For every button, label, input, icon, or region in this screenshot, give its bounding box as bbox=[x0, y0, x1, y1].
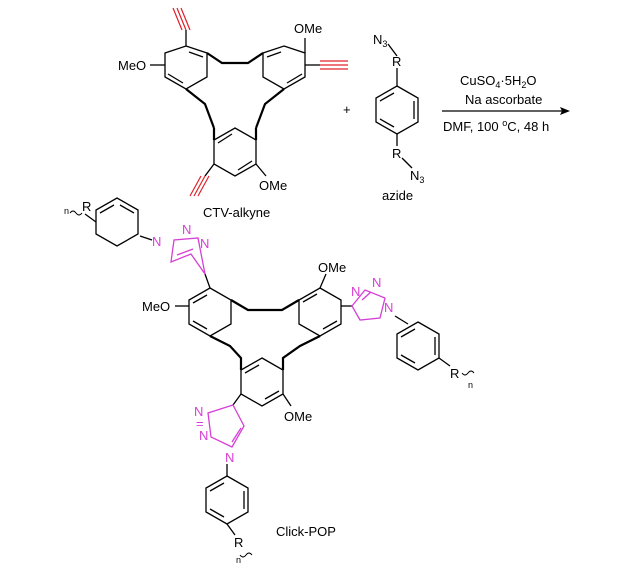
azide-r-top: R bbox=[392, 54, 401, 69]
caption-azide: azide bbox=[382, 188, 413, 203]
click-pop-core bbox=[175, 273, 352, 407]
triazole-n: N bbox=[200, 236, 209, 251]
caption-ctv-alkyne: CTV-alkyne bbox=[203, 205, 270, 220]
label-ome: OMe bbox=[284, 409, 312, 424]
azide-benzene-ring bbox=[375, 85, 419, 135]
label-ome: OMe bbox=[259, 178, 287, 193]
polymer-wave bbox=[239, 552, 253, 558]
pop-bridge bbox=[230, 299, 300, 312]
alkyne-bottom bbox=[193, 175, 206, 197]
triazole-n: N bbox=[199, 428, 208, 443]
triazole-n: N bbox=[194, 404, 203, 419]
triazole-n: N bbox=[351, 284, 360, 299]
pop-ring-right bbox=[298, 287, 342, 337]
ctv-ring-top-right bbox=[262, 45, 306, 90]
triazole-n: N bbox=[372, 275, 381, 290]
ctv-bridge bbox=[185, 88, 216, 140]
condition-solvent-temp-time: DMF, 100 oC, 48 h bbox=[443, 118, 549, 134]
label-r: R bbox=[450, 366, 459, 381]
triazole-n: N bbox=[225, 450, 234, 465]
label-meo: MeO bbox=[142, 299, 170, 314]
ctv-alkyne-structure bbox=[150, 30, 320, 177]
alkyne-top bbox=[172, 7, 183, 31]
triazole-n: N bbox=[384, 300, 393, 315]
polymer-wave bbox=[69, 210, 83, 216]
pop-bridge bbox=[209, 335, 243, 370]
label-r: R bbox=[82, 199, 91, 214]
triazole-top-left bbox=[170, 237, 206, 275]
aryl-arm-bottom bbox=[205, 464, 249, 536]
pop-ring-bottom bbox=[240, 357, 284, 407]
ctv-bridge bbox=[254, 88, 285, 140]
condition-reductant: Na ascorbate bbox=[465, 92, 542, 107]
condition-catalyst: CuSO4·5H2O bbox=[460, 73, 537, 90]
aryl-arm-top-left bbox=[84, 197, 153, 247]
label-r: R bbox=[234, 535, 243, 550]
caption-click-pop: Click-POP bbox=[276, 524, 336, 539]
pop-ring-left bbox=[188, 287, 232, 337]
ctv-bridge bbox=[206, 52, 264, 65]
azide-n3-bottom: N3 bbox=[410, 168, 424, 185]
triazole-right bbox=[351, 289, 386, 321]
azide-structure bbox=[375, 43, 419, 169]
ctv-ring-top-left bbox=[164, 45, 208, 90]
aryl-arm-right bbox=[394, 315, 451, 371]
alkyne-top bbox=[180, 7, 191, 31]
label-n-subscript: n bbox=[64, 206, 69, 216]
alkyne-bottom bbox=[189, 175, 202, 197]
label-ome: OMe bbox=[318, 260, 346, 275]
plus-sign: + bbox=[343, 102, 351, 117]
alkyne-bottom bbox=[197, 175, 210, 197]
pop-bridge bbox=[281, 335, 321, 370]
triazole-n: N bbox=[182, 222, 191, 237]
label-n-subscript: n bbox=[236, 555, 241, 565]
label-ome: OMe bbox=[294, 21, 322, 36]
polymer-wave bbox=[461, 370, 475, 376]
ctv-ring-bottom bbox=[213, 127, 257, 177]
azide-n3-top: N3 bbox=[373, 32, 387, 49]
triazole-equals: = bbox=[196, 416, 204, 431]
triazole-n: N bbox=[152, 234, 161, 249]
ctv-alkyne-triple-bonds bbox=[172, 7, 348, 197]
triazole-bottom bbox=[207, 404, 245, 448]
label-meo: MeO bbox=[118, 58, 146, 73]
reaction-arrow bbox=[442, 107, 570, 115]
alkyne-top bbox=[176, 7, 187, 31]
azide-r-bottom: R bbox=[392, 146, 401, 161]
label-n-subscript: n bbox=[468, 380, 473, 390]
